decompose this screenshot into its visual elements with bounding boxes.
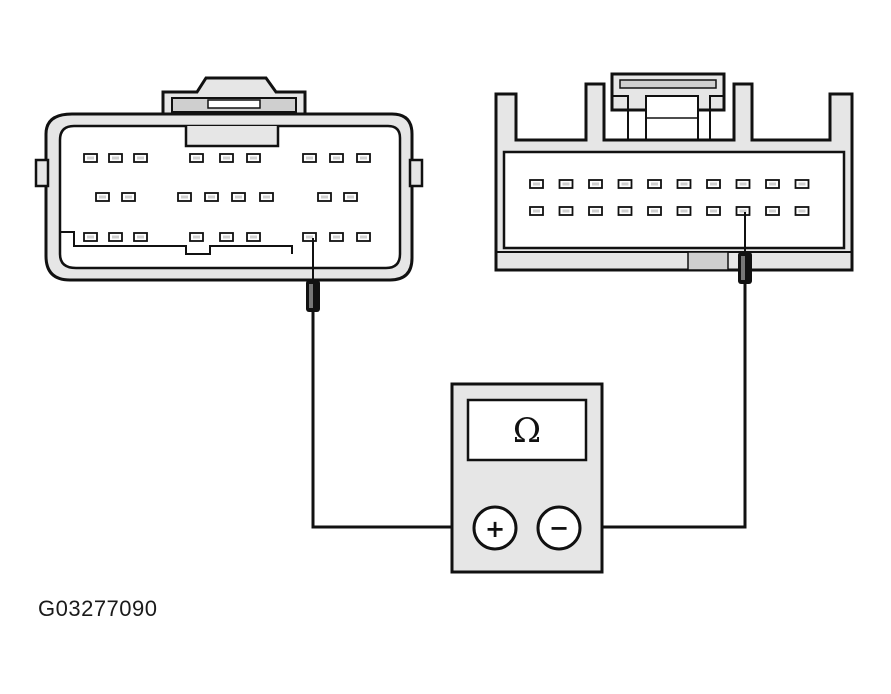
right-connector	[494, 72, 854, 272]
ohm-symbol: Ω	[513, 411, 541, 451]
right-terminal-cavity-contact	[562, 182, 570, 186]
left-terminal-cavity-contact	[333, 235, 340, 239]
right-terminal-cavity-contact	[621, 182, 629, 186]
left-terminal-cavity-contact	[193, 235, 200, 239]
right-terminal-cavity-contact	[651, 182, 658, 186]
left-terminal-cavity-contact	[87, 156, 94, 160]
left-terminal-cavity-contact	[87, 235, 94, 239]
right-terminal-cavity-contact	[739, 209, 747, 213]
left-terminal-cavity-contact	[193, 156, 200, 160]
left-terminal-cavity-contact	[208, 195, 215, 199]
right-connector-face	[502, 150, 846, 250]
right-terminal-cavity-contact	[798, 182, 806, 186]
left-terminal-cavity-contact	[360, 235, 367, 239]
positive-terminal	[472, 505, 518, 551]
left-terminal-cavity-contact	[99, 195, 106, 199]
left-terminal-cavity-contact	[112, 235, 119, 239]
ohmmeter: Ω + −	[450, 382, 604, 574]
right-terminal-cavity-contact	[680, 209, 688, 213]
ohmmeter-display	[466, 398, 588, 462]
left-terminal-cavity-contact	[347, 195, 354, 199]
left-terminal-cavity-contact	[360, 156, 367, 160]
positive-lead-wire	[311, 312, 474, 529]
negative-lead-wire	[580, 284, 747, 529]
negative-terminal	[536, 505, 582, 551]
figure-id: G03277090	[38, 596, 158, 621]
left-terminal-cavity-contact	[223, 156, 230, 160]
left-terminal-cavity-contact	[263, 195, 270, 199]
left-terminal-cavity-contact	[181, 195, 188, 199]
negative-terminal-label: −	[549, 514, 569, 542]
right-terminal-cavity-contact	[769, 209, 776, 213]
left-terminal-cavity-contact	[250, 235, 257, 239]
left-terminal-cavity-contact	[333, 156, 340, 160]
left-connector	[34, 76, 424, 282]
right-terminal-cavity-contact	[651, 209, 658, 213]
right-terminal-cavity-contact	[592, 209, 599, 213]
test-leads	[306, 212, 752, 529]
left-terminal-cavity-contact	[235, 195, 242, 199]
right-terminal-cavity-contact	[621, 209, 629, 213]
right-connector-pins	[529, 179, 810, 216]
right-terminal-cavity-contact	[533, 182, 540, 186]
right-terminal-cavity-contact	[710, 209, 717, 213]
left-connector-pins	[83, 153, 371, 242]
left-terminal-cavity-contact	[125, 195, 132, 199]
positive-terminal-label: +	[485, 515, 505, 543]
right-terminal-cavity-contact	[769, 182, 776, 186]
right-terminal-cavity-contact	[680, 182, 688, 186]
right-terminal-cavity-contact	[739, 182, 747, 186]
left-terminal-cavity-contact	[321, 195, 328, 199]
right-terminal-cavity-contact	[710, 182, 717, 186]
right-terminal-cavity-contact	[592, 182, 599, 186]
left-terminal-cavity-contact	[306, 156, 313, 160]
right-terminal-cavity-contact	[533, 209, 540, 213]
left-terminal-cavity-contact	[250, 156, 257, 160]
left-terminal-cavity-contact	[112, 156, 119, 160]
left-terminal-cavity-contact	[137, 235, 144, 239]
right-terminal-cavity-contact	[562, 209, 570, 213]
right-terminal-cavity-contact	[798, 209, 806, 213]
left-terminal-cavity-contact	[137, 156, 144, 160]
left-terminal-cavity-contact	[306, 235, 313, 239]
left-terminal-cavity-contact	[223, 235, 230, 239]
